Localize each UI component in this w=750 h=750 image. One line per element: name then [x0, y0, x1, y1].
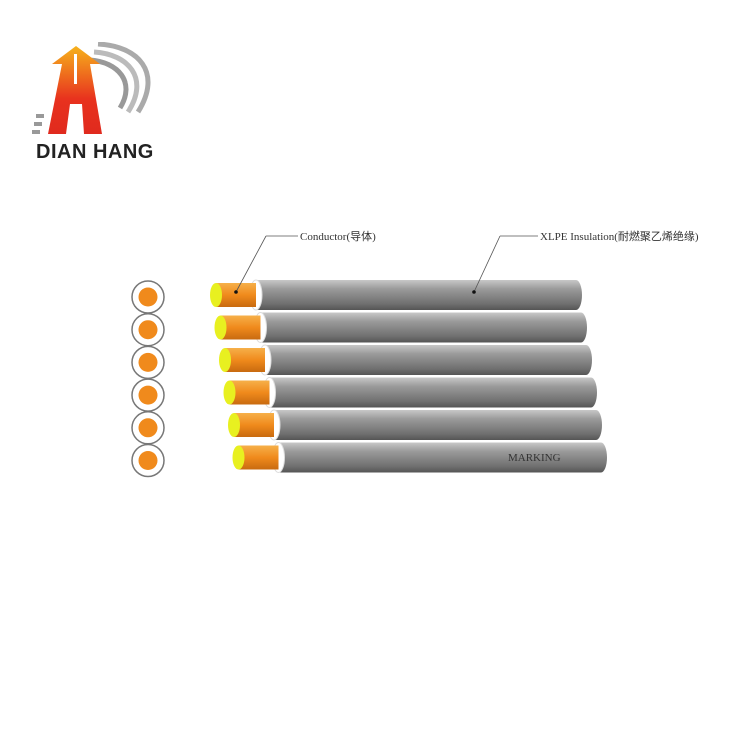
cable-core [210, 279, 582, 311]
conductor [234, 413, 274, 437]
core-conductor-section [138, 385, 158, 405]
conductor [220, 315, 261, 340]
core-conductor-section [138, 418, 158, 438]
cable-core [228, 409, 602, 441]
core-conductor-section [138, 352, 158, 372]
insulation [278, 442, 601, 473]
cross-section [131, 280, 165, 478]
core-conductor-section [138, 287, 158, 307]
core-conductor-section [138, 320, 158, 340]
insulation [269, 377, 591, 408]
cables [210, 279, 607, 473]
insulation [274, 410, 596, 440]
brand-name: DIAN HANG [36, 141, 154, 163]
conductor-end [214, 315, 227, 340]
conductor-end [219, 348, 231, 372]
conductor [216, 283, 256, 307]
conductor-end [228, 413, 240, 437]
marking-label: MARKING [508, 452, 561, 464]
conductor-end [232, 445, 245, 470]
conductor-label: Conductor(导体) [300, 229, 376, 243]
insulation [256, 280, 576, 310]
conductor [238, 445, 279, 470]
insulation [260, 312, 581, 343]
cable-core [223, 377, 597, 408]
core-conductor-section [138, 451, 158, 470]
conductor-end [210, 283, 222, 307]
cable-core [232, 442, 607, 473]
dian-hang-logo [32, 42, 151, 134]
conductor [225, 348, 265, 372]
conductor [229, 380, 270, 405]
cable-core [219, 344, 592, 376]
conductor-end [223, 380, 236, 405]
cable-core [214, 312, 587, 343]
insulation-label: XLPE Insulation(耐燃聚乙烯绝缘) [540, 229, 699, 243]
insulation [265, 345, 586, 375]
